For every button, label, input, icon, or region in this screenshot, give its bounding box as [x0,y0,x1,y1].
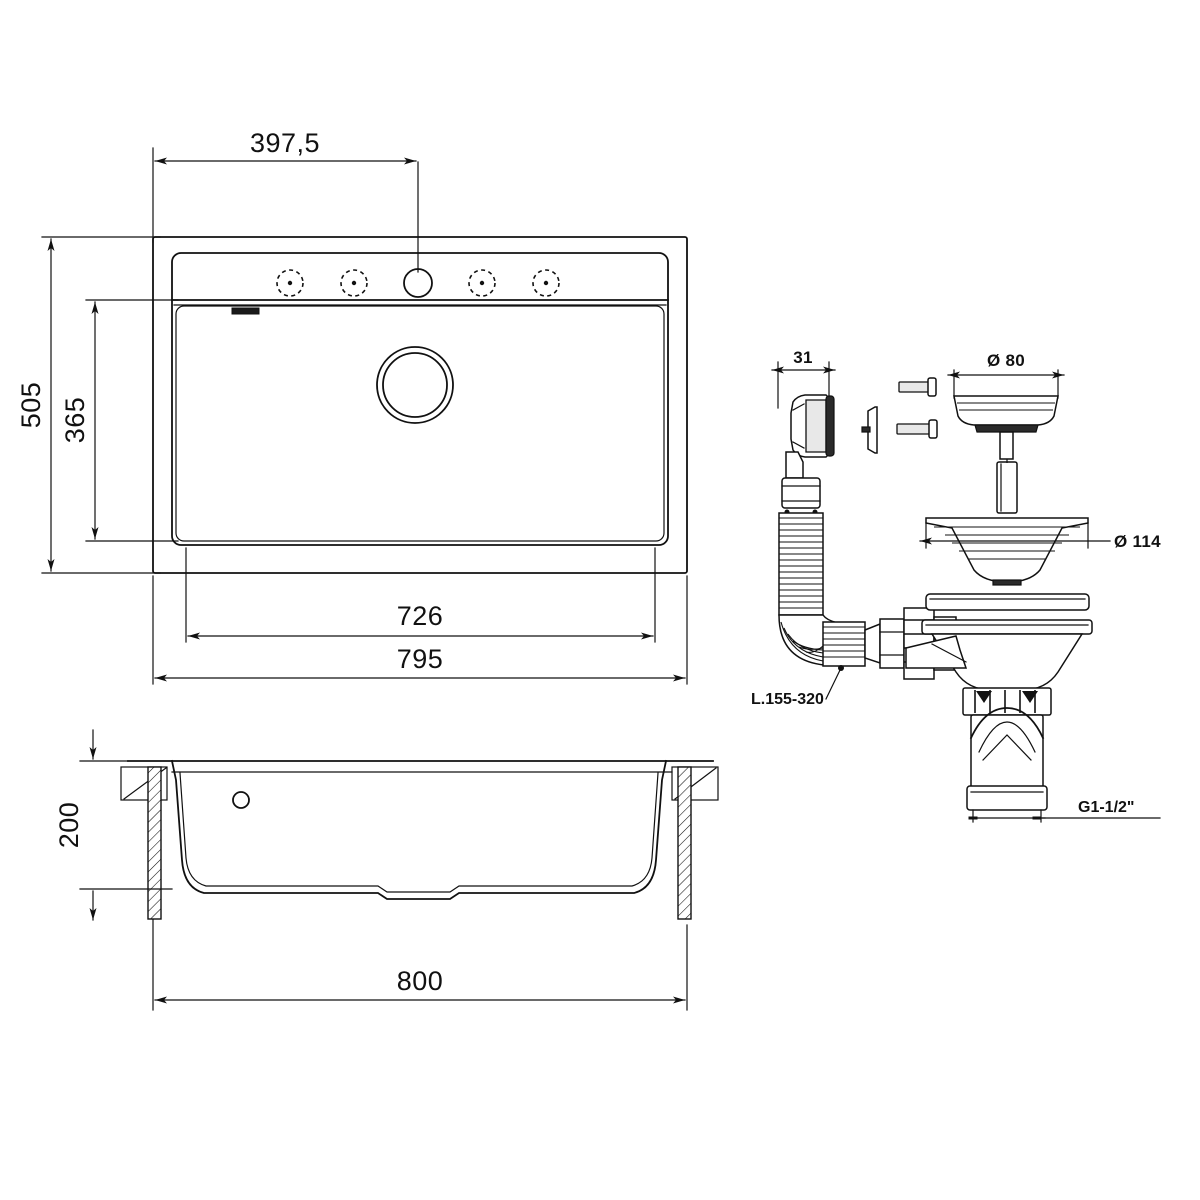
overflow-cover-part [785,394,835,479]
bowl-profile-outer [170,759,668,900]
sink-bowl-cutout [171,252,669,546]
plug-stem-part [996,459,1018,514]
dimension-dia-114: Ø 114 [919,522,1161,551]
mounting-bracket-left [120,766,168,920]
side-view-group: 200 800 [54,729,719,1011]
hose-length-label: L.155-320 [751,691,824,708]
dimension-800-label: 800 [397,966,444,996]
dimension-795-label: 795 [397,644,444,674]
dimension-200-label: 200 [54,802,84,849]
strainer-basket-part [925,517,1089,586]
mounting-bracket-right [671,766,719,920]
dimension-200: 200 [54,729,173,921]
tap-hole-3-drilled [403,268,433,298]
overflow-slot [231,307,260,315]
dimension-795: 795 [152,575,688,685]
dimension-505-label: 505 [16,382,46,429]
dimension-dia-80: Ø 80 [947,351,1065,399]
dimension-dia-80-label: Ø 80 [987,351,1025,370]
thread-size-label: G1-1/2" [1078,799,1135,816]
strainer-cap-part [953,395,1059,460]
top-view-group: 397,5 505 365 726 795 [16,128,688,685]
outlet-spigot-part [966,707,1048,811]
leader-hose-length: L.155-320 [751,665,844,708]
tap-hole-4 [468,269,496,297]
dimension-397-5: 397,5 [152,128,419,273]
dimension-726-label: 726 [397,601,444,631]
drain-hole-top-view [376,346,454,424]
sink-outer-rim [152,236,688,574]
waste-kit-group: 31 [751,348,1161,823]
dimension-397-5-label: 397,5 [250,128,320,158]
flexible-hose-vertical [778,512,824,616]
dimension-505: 505 [16,236,161,574]
tap-hole-5 [532,269,560,297]
sink-basin-inner-edge [175,305,665,542]
locking-ring-nut-part [962,687,1052,716]
fixing-screw-lower [896,419,938,439]
dimension-726: 726 [185,547,656,643]
dimension-31-label: 31 [793,348,813,367]
tap-hole-2 [340,269,368,297]
bowl-profile-inner [179,772,659,893]
dimension-800: 800 [152,919,688,1011]
dimension-dia-114-label: Ø 114 [1114,532,1161,551]
sealing-gasket-part [925,593,1090,611]
tap-hole-1 [276,269,304,297]
backing-plate-part [861,406,878,454]
dimension-365-label: 365 [60,397,90,444]
dimension-thread-g1-5: G1-1/2" [968,799,1161,823]
waste-body-part [905,619,1093,691]
overflow-hole-side [232,791,250,809]
dimension-365: 365 [60,299,179,542]
hose-horizontal-run [864,618,905,669]
hose-upper-coupling [781,477,821,515]
fixing-screw-upper [898,377,937,397]
flexible-hose-bend [778,614,866,667]
